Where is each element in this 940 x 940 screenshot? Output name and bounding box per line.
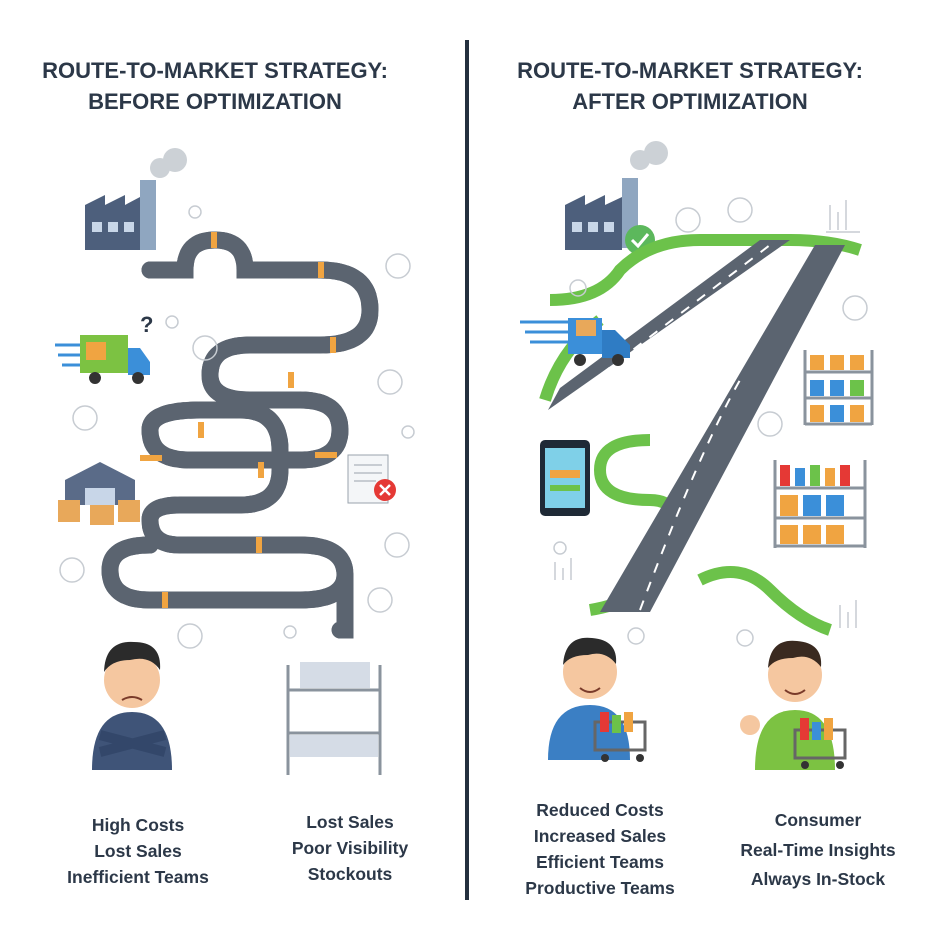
outcome: Increased Sales xyxy=(533,826,667,846)
sad-man-icon xyxy=(92,641,172,770)
outcome: Lost Sales xyxy=(306,812,394,832)
before-outcomes-costs: High Costs Lost Sales Inefficient Teams xyxy=(28,812,248,890)
document-error-icon xyxy=(347,454,396,504)
before-outcomes-sales: Lost Sales Poor Visibility Stockouts xyxy=(240,809,460,887)
happy-man-cart-icon xyxy=(548,637,647,762)
outcome: Lost Sales xyxy=(94,841,182,861)
before-title: ROUTE-TO-MARKET STRATEGY: BEFORE OPTIMIZ… xyxy=(5,55,425,117)
after-outcomes-business: Reduced Costs Increased Sales Efficient … xyxy=(490,797,710,901)
highway xyxy=(548,240,845,612)
after-outcomes-consumer: Consumer Real-Time Insights Always In-St… xyxy=(708,806,928,895)
outcome: Real-Time Insights xyxy=(740,839,896,860)
svg-text:?: ? xyxy=(140,312,153,337)
stocked-shelf-icon xyxy=(773,350,874,548)
warehouse-icon xyxy=(58,462,140,525)
empty-shelf-icon xyxy=(286,662,382,775)
outcome: Always In-Stock xyxy=(750,869,886,889)
tablet-icon xyxy=(540,440,590,516)
background-icons xyxy=(59,197,868,649)
divider xyxy=(465,40,469,900)
winding-road xyxy=(101,231,379,639)
outcome: Consumer xyxy=(774,810,862,830)
outcome: Efficient Teams xyxy=(535,852,665,872)
factory-icon xyxy=(85,148,187,250)
outcome: Reduced Costs xyxy=(536,800,664,820)
outcome: High Costs xyxy=(91,815,185,835)
outcome: Productive Teams xyxy=(525,878,675,898)
after-title: ROUTE-TO-MARKET STRATEGY: AFTER OPTIMIZA… xyxy=(480,55,900,117)
truck-icon: ? xyxy=(55,312,153,384)
factory-icon-after xyxy=(565,141,668,255)
outcome: Poor Visibility xyxy=(291,838,409,858)
outcome: Stockouts xyxy=(307,864,393,884)
before-title-line1: ROUTE-TO-MARKET STRATEGY: xyxy=(42,58,388,83)
thumbs-up-man-cart-icon xyxy=(740,640,847,770)
after-title-line2: AFTER OPTIMIZATION xyxy=(572,89,808,114)
truck-icon-after xyxy=(520,318,630,366)
after-title-line1: ROUTE-TO-MARKET STRATEGY: xyxy=(517,58,863,83)
outcome: Inefficient Teams xyxy=(67,867,209,887)
before-title-line2: BEFORE OPTIMIZATION xyxy=(88,89,342,114)
